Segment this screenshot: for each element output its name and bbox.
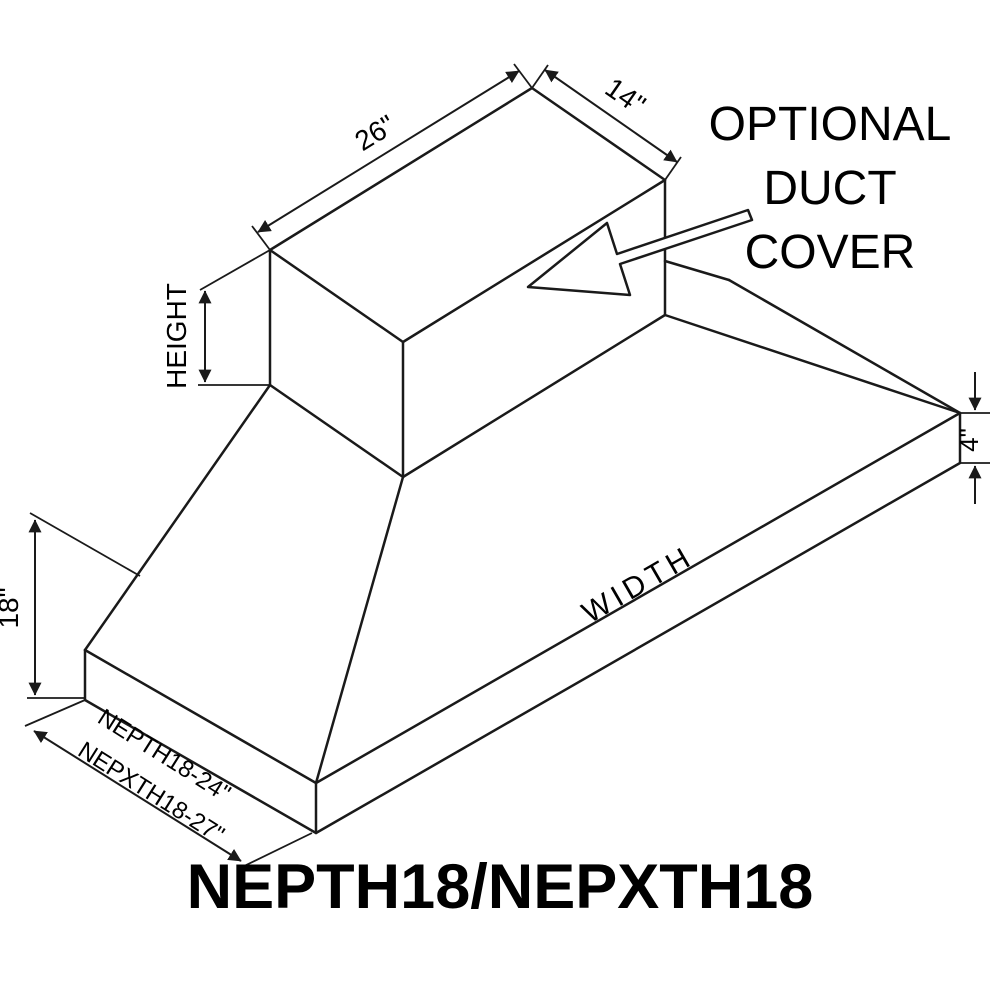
ext-14-b	[664, 156, 682, 181]
dim-label-base-height: 4"	[954, 428, 984, 452]
ext-26-a	[251, 225, 271, 251]
drawing-title: NEPTH18/NEPXTH18	[187, 852, 814, 922]
canopy-back-right-edge	[663, 259, 731, 282]
dimline-depth	[33, 730, 242, 862]
base-top-edges	[83, 411, 962, 785]
duct-cover-arrow	[526, 208, 754, 297]
ext-depth-a	[24, 699, 86, 727]
ext-height-a	[199, 249, 271, 291]
ext-26-b	[513, 63, 533, 89]
canopy-front-right-edge	[663, 313, 962, 415]
base-bottom-edges	[83, 411, 962, 835]
duct-box-bottom-edges	[268, 313, 667, 479]
ext-14-a	[531, 64, 549, 89]
base-back-right-edge	[727, 278, 962, 415]
dimline-14	[544, 69, 678, 163]
dim-label-height: HEIGHT	[161, 283, 192, 389]
width-label: WIDTH	[577, 540, 700, 630]
dimline-26	[257, 70, 520, 233]
callout-line-cover: COVER	[745, 226, 916, 279]
canopy-front-left-edge	[314, 475, 405, 785]
canopy-left-ridge	[83, 383, 272, 652]
ext-depth-b	[239, 832, 313, 869]
callout-line-optional: OPTIONAL	[709, 98, 952, 151]
dimension-lines	[24, 63, 990, 869]
dim-label-hood-height: 18"	[0, 587, 24, 628]
ext-18-a	[29, 512, 141, 577]
callout-line-duct: DUCT	[763, 162, 896, 215]
